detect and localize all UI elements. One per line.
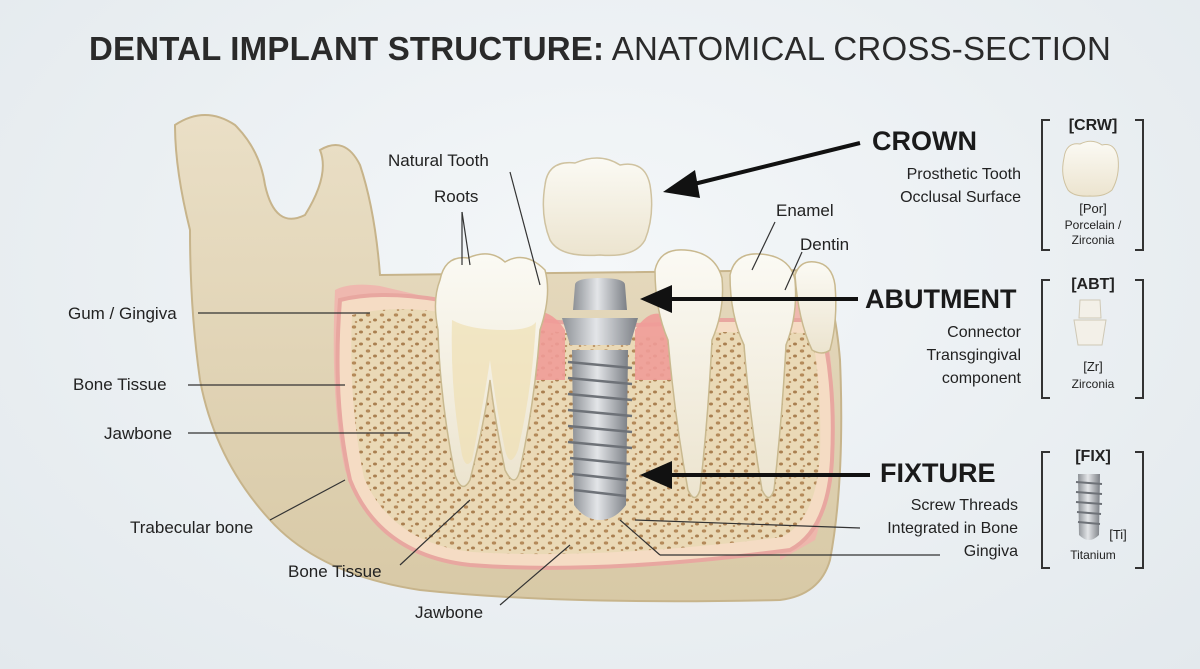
- fixture-desc: Screw Threads Integrated in Bone Gingiva: [887, 494, 1018, 563]
- natural-tooth-right-3: [794, 261, 837, 354]
- legend-crown-material-code: [Por]: [1079, 201, 1107, 216]
- fixture-title: FIXTURE: [880, 458, 996, 488]
- label-trabecular: Trabecular bone: [130, 518, 254, 537]
- legend-abutment-code: [ABT]: [1071, 276, 1115, 293]
- crown-piece: [542, 157, 653, 257]
- label-bone-tissue-left: Bone Tissue: [73, 375, 167, 394]
- label-jawbone-bottom: Jawbone: [415, 603, 484, 622]
- legend-crown-icon: [1062, 140, 1119, 197]
- label-jawbone-left: Jawbone: [104, 424, 173, 443]
- label-dentin: Dentin: [800, 235, 850, 254]
- legend-fixture-material-code: [Ti]: [1109, 527, 1127, 542]
- natural-tooth-right-2: [729, 253, 797, 499]
- legend-abutment-material: Zirconia: [1071, 377, 1115, 391]
- abutment-title: ABUTMENT: [865, 284, 1017, 314]
- label-natural-tooth: Natural Tooth: [388, 151, 489, 170]
- fixture-arrow: [640, 461, 870, 489]
- abutment-piece: [562, 278, 638, 345]
- fixture-desc-line: Gingiva: [963, 543, 1018, 560]
- crown-title: CROWN: [872, 126, 977, 156]
- crown-arrow: [663, 141, 861, 198]
- leader-lines: [188, 171, 940, 606]
- legend-fixture-material: Titanium: [1070, 548, 1116, 562]
- crown-desc: Prosthetic Tooth Occlusal Surface: [900, 163, 1021, 209]
- abutment-desc-line: Connector: [947, 324, 1021, 341]
- title-bold: DENTAL IMPLANT STRUCTURE:: [88, 30, 605, 67]
- legend-fixture-code: [FIX]: [1075, 448, 1111, 465]
- fixture-screw: [567, 350, 633, 520]
- legend-fixture-icon: [1075, 474, 1103, 540]
- legend-crown-code: [CRW]: [1068, 117, 1118, 134]
- label-bone-tissue-bottom: Bone Tissue: [288, 562, 382, 581]
- label-roots: Roots: [434, 187, 479, 206]
- crown-desc-line: Occlusal Surface: [900, 189, 1021, 206]
- natural-tooth-left: [434, 253, 549, 488]
- label-enamel: Enamel: [776, 201, 834, 220]
- abutment-desc: Connector Transgingival component: [926, 321, 1021, 390]
- crown-desc-line: Prosthetic Tooth: [906, 166, 1021, 183]
- legend-abutment-material-code: [Zr]: [1083, 359, 1103, 374]
- legend-crown-material: Porcelain /: [1064, 218, 1122, 232]
- fixture-desc-line: Screw Threads: [910, 497, 1018, 514]
- abutment-arrow: [640, 285, 858, 313]
- legend-crown-material-2: Zirconia: [1071, 233, 1115, 247]
- legend-brackets: [1041, 119, 1144, 569]
- abutment-desc-line: component: [941, 370, 1021, 387]
- label-gum: Gum / Gingiva: [68, 304, 177, 323]
- abutment-desc-line: Transgingival: [926, 347, 1021, 364]
- title-light: ANATOMICAL CROSS-SECTION: [611, 30, 1112, 67]
- page-title: DENTAL IMPLANT STRUCTURE: ANATOMICAL CRO…: [0, 30, 1200, 68]
- fixture-desc-line: Integrated in Bone: [887, 520, 1018, 537]
- legend-abutment-icon: [1073, 299, 1107, 346]
